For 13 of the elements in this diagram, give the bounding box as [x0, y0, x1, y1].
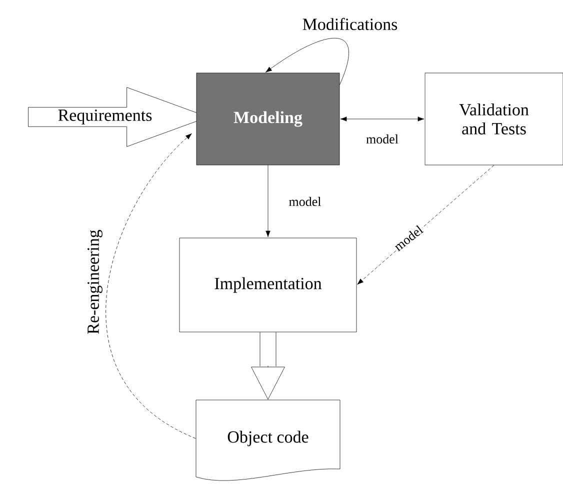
edge-label: model	[288, 196, 322, 208]
block-arrow	[251, 332, 285, 400]
arrow	[340, 116, 424, 122]
process-box: Modeling	[196, 72, 340, 166]
process-box: Validation and Tests	[424, 72, 563, 166]
arrow	[357, 165, 494, 285]
arrow	[106, 133, 196, 439]
edge-label: Modifications	[301, 16, 399, 32]
edge-label: model	[365, 133, 400, 145]
process-box: Implementation	[179, 238, 357, 332]
arrow	[266, 165, 270, 238]
arrow	[266, 38, 349, 85]
edge-label: Re-engineering	[86, 228, 104, 336]
